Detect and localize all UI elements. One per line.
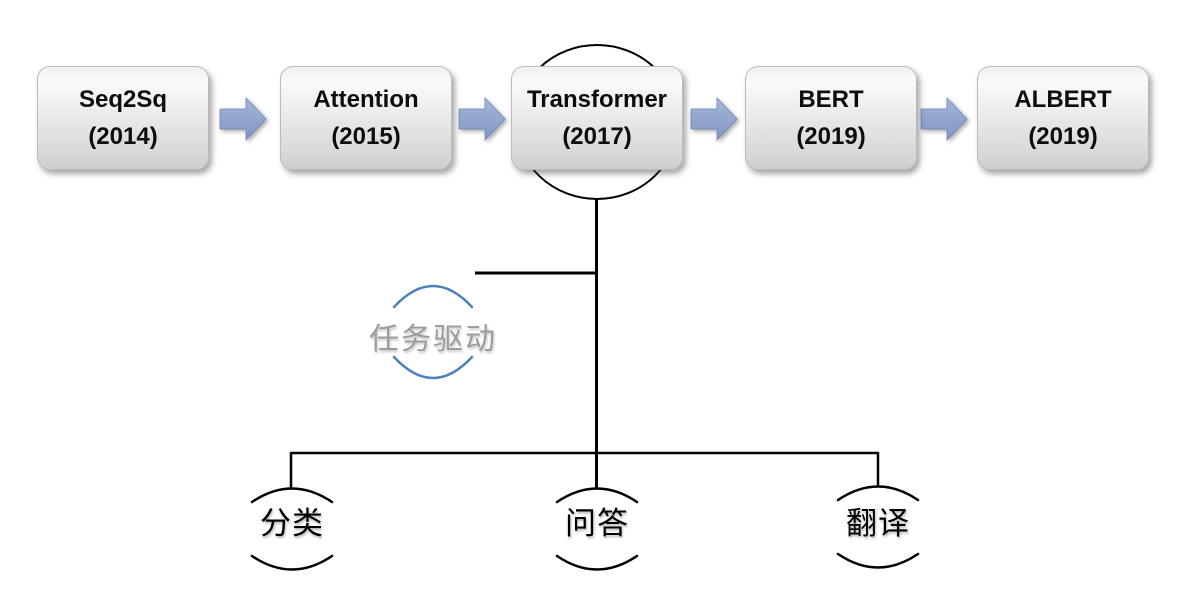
flow-arrow-icon-3	[690, 97, 738, 141]
node-albert: ALBERT (2019)	[977, 66, 1149, 170]
task-arc-top-classification	[250, 487, 334, 504]
task-label-classification: 分类	[260, 506, 324, 542]
task-arc-top-qa	[555, 487, 639, 504]
node-name: ALBERT	[1014, 86, 1112, 113]
task-arc-bottom-translation	[836, 552, 920, 569]
task-arc-bottom-qa	[555, 554, 639, 571]
node-year: (2019)	[796, 123, 866, 150]
node-bert: BERT (2019)	[745, 66, 917, 170]
task-label-translation: 翻译	[846, 506, 910, 542]
node-name: Seq2Sq	[78, 86, 168, 113]
node-year: (2014)	[88, 123, 158, 150]
node-year: (2019)	[1028, 123, 1098, 150]
flow-arrow-icon-1	[219, 97, 267, 141]
node-transformer: Transformer (2017)	[511, 66, 683, 170]
node-year: (2015)	[331, 123, 401, 150]
flow-arrow-icon-2	[458, 97, 506, 141]
node-name: BERT	[798, 86, 864, 113]
node-attention: Attention (2015)	[280, 66, 452, 170]
node-seq2sq: Seq2Sq (2014)	[37, 66, 209, 170]
annotation-arc-top	[392, 284, 474, 309]
task-label-qa: 问答	[565, 506, 629, 542]
node-name: Attention	[313, 86, 419, 113]
flow-arrow-icon-4	[920, 97, 968, 141]
annotation-arc-bottom	[392, 355, 474, 380]
annotation-task-driven: 任务驱动	[369, 322, 497, 357]
task-arc-bottom-classification	[250, 554, 334, 571]
task-arc-top-translation	[836, 485, 920, 502]
node-year: (2017)	[562, 123, 632, 150]
node-name: Transformer	[526, 86, 668, 113]
